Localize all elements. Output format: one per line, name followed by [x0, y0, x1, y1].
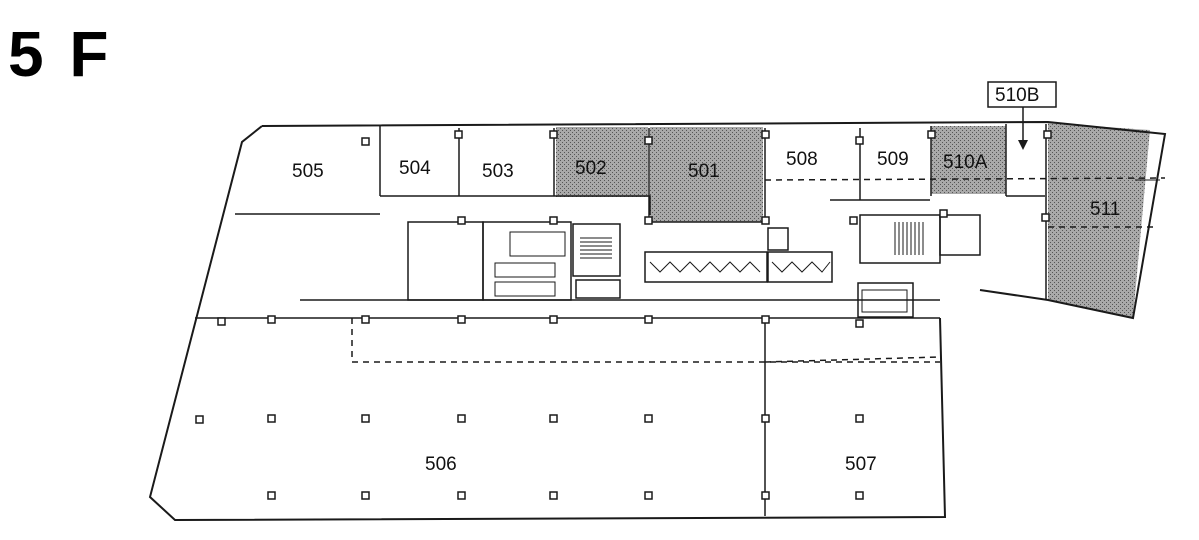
room-label-508[interactable]: 508: [786, 149, 818, 170]
lease-lines: [351, 177, 1166, 363]
outer-walls: [148, 120, 1167, 522]
room-510a-shade[interactable]: [931, 126, 1006, 194]
callout-510b: [987, 81, 1057, 150]
room-label-511[interactable]: 511: [1090, 199, 1120, 220]
stairs: [580, 222, 924, 259]
room-label-510b[interactable]: 510B: [995, 85, 1039, 106]
room-label-507[interactable]: 507: [845, 454, 877, 475]
room-511-shade[interactable]: [1048, 123, 1150, 318]
room-label-502[interactable]: 502: [575, 158, 607, 179]
core-block: [195, 214, 981, 516]
restroom-fixtures: [494, 231, 908, 313]
room-label-503[interactable]: 503: [482, 161, 514, 182]
room-label-505[interactable]: 505: [292, 161, 324, 182]
room-501-shade[interactable]: [650, 127, 763, 222]
floor-title: 5 F: [8, 18, 113, 90]
room-label-509[interactable]: 509: [877, 149, 909, 170]
columns: [195, 130, 1052, 500]
room-502-shade[interactable]: [556, 127, 648, 197]
room-labels: 505 504 503 502 501 508 509 510A 510B 51…: [292, 85, 1120, 475]
room-label-504[interactable]: 504: [399, 158, 431, 179]
occupied-rooms: [556, 123, 1150, 318]
room-label-501[interactable]: 501: [688, 161, 720, 182]
room-label-506[interactable]: 506: [425, 454, 457, 475]
room-label-510a[interactable]: 510A: [943, 152, 988, 173]
